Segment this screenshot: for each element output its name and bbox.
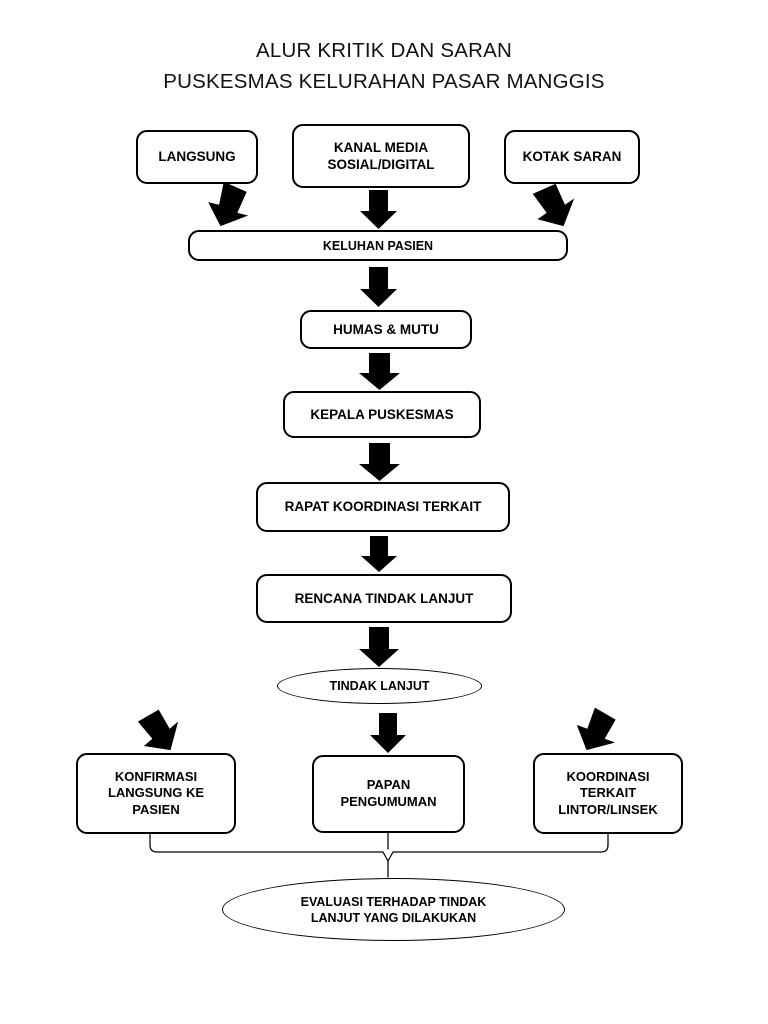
node-papan-label: PAPAN PENGUMUMAN: [340, 777, 436, 810]
node-evaluasi-label-line2: LANJUT YANG DILAKUKAN: [310, 910, 477, 925]
node-koordinasi-terkait-lintor-linsek[interactable]: KOORDINASI TERKAIT LINTOR/LINSEK: [533, 753, 683, 834]
arrow-tindak-to-koordinasi: [576, 707, 616, 751]
arrow-tindak-to-konfirmasi: [137, 709, 179, 751]
node-kotak-label: KOTAK SARAN: [522, 149, 622, 165]
arrow-humas-to-kepala: [359, 353, 400, 390]
arrow-rapat-to-rencana: [361, 536, 397, 572]
node-koordinasi-label-line1: KOORDINASI: [566, 768, 650, 784]
arrow-keluhan-to-humas: [360, 267, 397, 307]
arrow-kotak-to-keluhan: [532, 183, 575, 227]
arrow-kanal-to-keluhan: [360, 190, 397, 229]
node-evaluasi-label: EVALUASI TERHADAP TINDAK LANJUT YANG DIL…: [301, 894, 487, 926]
node-humas-label: HUMAS & MUTU: [333, 321, 439, 337]
node-konfirmasi-langsung-ke-pasien[interactable]: KONFIRMASI LANGSUNG KE PASIEN: [76, 753, 236, 834]
node-langsung[interactable]: LANGSUNG: [136, 130, 258, 184]
page-title-line-2: PUSKESMAS KELURAHAN PASAR MANGGIS: [163, 70, 605, 93]
node-rencana-tindak-lanjut[interactable]: RENCANA TINDAK LANJUT: [256, 574, 512, 623]
node-langsung-label: LANGSUNG: [158, 149, 236, 165]
node-kepala-label: KEPALA PUSKESMAS: [310, 406, 454, 422]
arrow-kepala-to-rapat: [359, 443, 400, 481]
node-koordinasi-label-line2: TERKAIT: [579, 785, 637, 801]
node-rapat-label: RAPAT KOORDINASI TERKAIT: [284, 499, 482, 515]
page-title-line-1: ALUR KRITIK DAN SARAN: [256, 39, 512, 62]
node-humas-mutu[interactable]: HUMAS & MUTU: [300, 310, 472, 349]
node-keluhan-pasien[interactable]: KELUHAN PASIEN: [188, 230, 568, 261]
node-konfirmasi-label-line3: PASIEN: [132, 801, 180, 817]
node-evaluasi-label-line1: EVALUASI TERHADAP TINDAK: [300, 894, 487, 909]
node-kanal-label-line1: KANAL MEDIA: [333, 139, 429, 155]
node-keluhan-label: KELUHAN PASIEN: [322, 238, 434, 253]
node-papan-label-line2: PENGUMUMAN: [340, 794, 437, 809]
merge-brace-connector: [149, 832, 609, 878]
node-koordinasi-label: KOORDINASI TERKAIT LINTOR/LINSEK: [558, 769, 657, 819]
arrow-rencana-to-tindak: [359, 627, 399, 667]
arrow-tindak-to-papan: [370, 713, 406, 753]
node-kanal-media-sosial-digital[interactable]: KANAL MEDIA SOSIAL/DIGITAL: [292, 124, 470, 188]
arrow-langsung-to-keluhan: [208, 181, 249, 227]
node-konfirmasi-label: KONFIRMASI LANGSUNG KE PASIEN: [108, 769, 204, 819]
node-papan-label-line1: PAPAN: [366, 777, 411, 793]
node-kotak-saran[interactable]: KOTAK SARAN: [504, 130, 640, 184]
node-kepala-puskesmas[interactable]: KEPALA PUSKESMAS: [283, 391, 481, 438]
node-konfirmasi-label-line1: KONFIRMASI: [114, 768, 198, 784]
node-tindak-lanjut[interactable]: TINDAK LANJUT: [277, 668, 482, 704]
node-kanal-label: KANAL MEDIA SOSIAL/DIGITAL: [328, 139, 435, 174]
node-papan-pengumuman[interactable]: PAPAN PENGUMUMAN: [312, 755, 465, 833]
node-koordinasi-label-line3: LINTOR/LINSEK: [558, 801, 658, 817]
node-tindak-label: TINDAK LANJUT: [329, 679, 430, 693]
node-rencana-label: RENCANA TINDAK LANJUT: [294, 590, 474, 606]
node-evaluasi-terhadap-tindak-lanjut[interactable]: EVALUASI TERHADAP TINDAK LANJUT YANG DIL…: [222, 878, 565, 941]
node-konfirmasi-label-line2: LANGSUNG KE: [107, 785, 205, 801]
node-kanal-label-line2: SOSIAL/DIGITAL: [327, 157, 435, 172]
node-rapat-koordinasi-terkait[interactable]: RAPAT KOORDINASI TERKAIT: [256, 482, 510, 532]
